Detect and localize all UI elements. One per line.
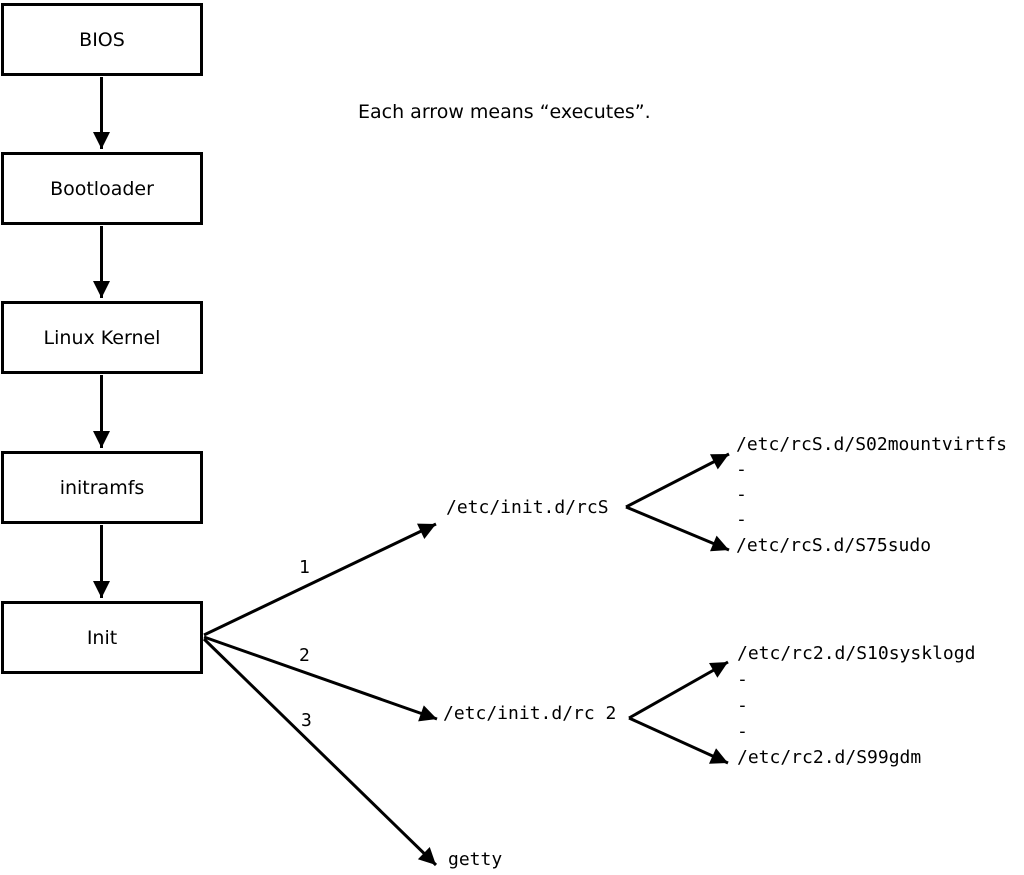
branch-2-target-path: /etc/init.d/rc 2 [443, 703, 617, 724]
arrow-rc2-to-s99-icon [628, 716, 729, 765]
rcs-child-path: /etc/rcS.d/S75sudo [736, 535, 932, 556]
rc2-child-path: /etc/rc2.d/S99gdm [737, 747, 922, 768]
note-arrow-meaning: Each arrow means “executes”. [358, 101, 651, 123]
rcs-child-ellipsis: - [736, 459, 747, 480]
box-initramfs-label: initramfs [59, 476, 145, 499]
arrow-init-to-rc2-icon [203, 635, 438, 722]
arrow-init-to-rcs-icon [203, 522, 437, 637]
arrow-init-to-getty-icon [202, 637, 438, 867]
branch-1-target-path: /etc/init.d/rcS [446, 497, 609, 518]
branch-2-number: 2 [299, 645, 310, 666]
rc2-child-ellipsis: - [737, 695, 748, 716]
rcs-child-ellipsis: - [736, 484, 747, 505]
rcs-child-ellipsis: - [736, 509, 747, 530]
box-bios: BIOS [1, 3, 203, 76]
branch-3-target-path: getty [448, 849, 503, 870]
rcs-child-path: /etc/rcS.d/S02mountvirtfs [736, 434, 1007, 455]
branch-1-number: 1 [299, 557, 310, 578]
branch-3-number: 3 [301, 710, 312, 731]
box-bootloader-label: Bootloader [50, 177, 154, 200]
arrow-rcs-to-s75-icon [625, 505, 730, 552]
arrow-rcs-to-s02-icon [625, 452, 730, 509]
box-init: Init [1, 601, 203, 674]
box-linux-kernel: Linux Kernel [1, 301, 203, 374]
rc2-child-path: /etc/rc2.d/S10sysklogd [737, 643, 976, 664]
box-initramfs: initramfs [1, 451, 203, 524]
box-bootloader: Bootloader [1, 152, 203, 225]
box-bios-label: BIOS [79, 28, 125, 51]
box-init-label: Init [86, 626, 118, 649]
arrow-rc2-to-s10-icon [628, 660, 729, 720]
rc2-child-ellipsis: - [737, 721, 748, 742]
box-linux-kernel-label: Linux Kernel [43, 326, 161, 349]
rc2-child-ellipsis: - [737, 669, 748, 690]
